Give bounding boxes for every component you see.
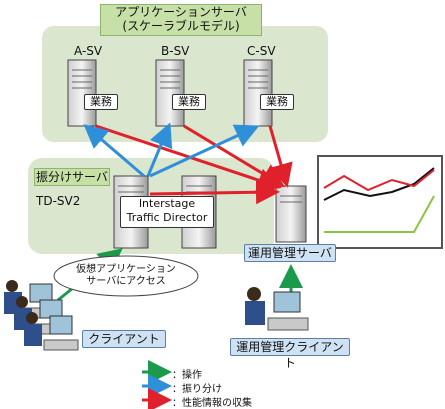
dispatcher-host-name: TD-SV2	[36, 194, 81, 208]
task-label-c: 業務	[260, 94, 294, 110]
server-name-a: A-SV	[74, 44, 103, 58]
server-tower-b	[155, 59, 185, 127]
legend-perf-collection: ：性能情報の収集	[172, 398, 252, 409]
access-callout-text: 仮想アプリケーション サーバにアクセス	[60, 264, 192, 288]
blue-arrows	[83, 122, 260, 178]
server-name-c: C-SV	[247, 44, 276, 58]
product-line1: Interstage	[138, 197, 196, 210]
callout-line2: サーバにアクセス	[86, 276, 166, 287]
task-label-b: 業務	[172, 94, 206, 110]
performance-chart-icon	[317, 155, 443, 249]
client-label: クライアント	[82, 330, 166, 348]
ops-client-label: 運用管理クライアント	[230, 338, 350, 370]
task-label-a: 業務	[84, 94, 118, 110]
product-line2: Traffic Director	[126, 211, 208, 224]
client-workstations	[4, 280, 79, 351]
access-callout-bubble	[53, 255, 199, 297]
server-name-b: B-SV	[161, 44, 190, 58]
legend-distribution: ：振り分け	[172, 384, 222, 395]
traffic-director-box: Interstage Traffic Director	[120, 196, 214, 228]
ops-client-workstation	[245, 287, 309, 331]
server-tower-a	[67, 59, 97, 127]
ops-server-label: 運用管理サーバ	[244, 244, 336, 262]
ops-server-tower	[275, 185, 307, 243]
legend-operation: ：操作	[172, 370, 202, 381]
legend-arrows	[142, 360, 172, 409]
app-server-title: アプリケーションサーバ (スケーラブルモデル)	[100, 4, 262, 36]
callout-line1: 仮想アプリケーション	[76, 264, 176, 275]
red-arrows	[95, 124, 293, 205]
app-server-title-line2: (スケーラブルモデル)	[122, 19, 240, 33]
server-tower-c	[243, 59, 273, 127]
dispatcher-section-label: 振分けサーバ	[34, 168, 110, 186]
app-server-title-line1: アプリケーションサーバ	[115, 5, 247, 19]
